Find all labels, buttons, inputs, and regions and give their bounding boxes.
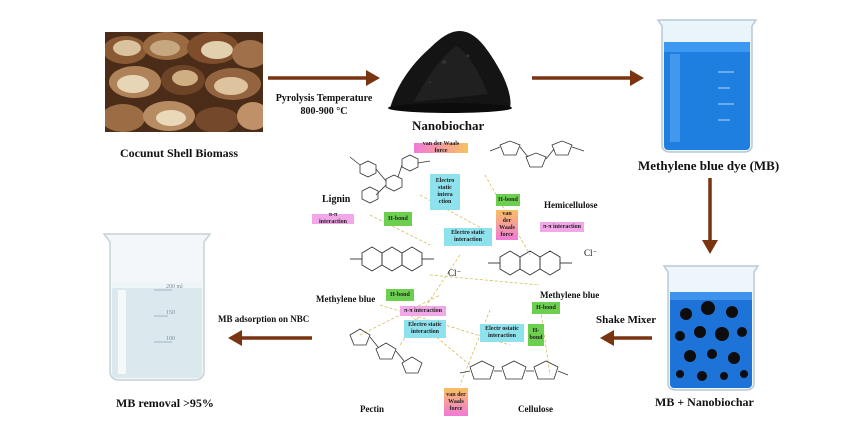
pyrolysis-label: Pyrolysis Temperature 800-900 °C (268, 92, 380, 118)
arrow-mixture-to-adsorption (600, 330, 652, 346)
coconut-label: Cocunut Shell Biomass (120, 146, 239, 160)
arrow-dye-to-mixture (702, 178, 718, 254)
tag-vdw-top: van der Waals force (414, 141, 468, 154)
pectin-label: Pectin (360, 404, 384, 414)
tag-pi-right: π-π interaction (540, 222, 584, 232)
beaker-mark-100: 100 (166, 336, 175, 342)
tag-pi-mid: π-π interaction (400, 306, 446, 316)
arrow-coconut-to-nanobiochar (268, 70, 380, 86)
tag-hbond-mid: H-bond (386, 289, 414, 301)
beaker-mark-200: 200 ml (166, 284, 183, 290)
tag-hbond-right-low: H-bond (532, 302, 560, 314)
hemicellulose-label: Hemicellulose (544, 200, 598, 210)
mb-dye-beaker-image (656, 19, 758, 153)
adsorption-label: MB adsorption on NBC (218, 314, 310, 324)
nanobiochar-label: Nanobiochar (412, 118, 485, 133)
tag-electrostatic-top: Electro static intera ction (430, 174, 460, 210)
chloride-right-label: Cl⁻ (584, 248, 598, 258)
pyrolysis-line-1: Pyrolysis Temperature (275, 93, 373, 104)
mb-dye-label: Methylene blue dye (MB) (638, 158, 780, 173)
beaker-mark-150: 150 (166, 310, 175, 316)
arrow-nanobiochar-to-dye (532, 70, 644, 86)
tag-hbond-left: H-bond (384, 212, 412, 226)
mb-nanobiochar-label: MB + Nanobiochar (655, 395, 754, 409)
chloride-left-label: Cl⁻ (448, 268, 462, 278)
tag-electrostatic-right-low: Electr ostatic interaction (480, 324, 524, 342)
arrow-adsorption-to-removal (228, 330, 312, 346)
cellulose-label: Cellulose (518, 404, 553, 414)
nanobiochar-powder-image (388, 30, 512, 113)
mb-removal-label: MB removal >95% (116, 396, 214, 410)
mb-removal-beaker-image (102, 233, 212, 381)
shake-mixer-label: Shake Mixer (596, 314, 657, 326)
tag-vdw-bottom: van der Waals force (444, 388, 468, 416)
tag-hbond-bottom: H-bond (528, 324, 544, 346)
tag-hbond-right-top: H-bond (496, 194, 520, 206)
pyrolysis-line-2: 800-900 °C (300, 106, 348, 117)
tag-electrostatic-low: Electro static interaction (404, 320, 446, 338)
tag-electrostatic-mid: Electro static interaction (444, 228, 492, 246)
methylene-blue-right-label: Methylene blue (540, 290, 600, 300)
tag-pi-left: π-π interaction (312, 212, 354, 225)
tag-vdw-right: van der Waals force (496, 210, 518, 240)
coconut-shell-image (105, 32, 263, 132)
lignin-label: Lignin (322, 194, 351, 205)
mb-nanobiochar-beaker-image (662, 265, 760, 391)
methylene-blue-left-label: Methylene blue (316, 294, 376, 304)
